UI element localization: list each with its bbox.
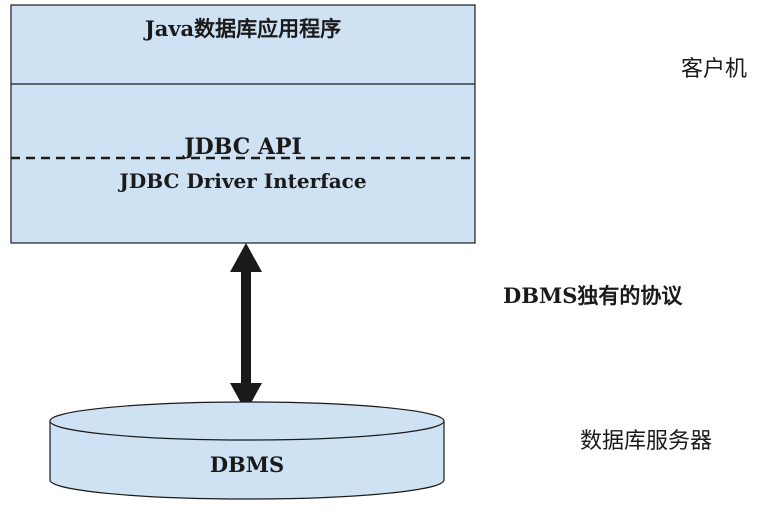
client-app-title: Java数据库应用程序 <box>144 16 342 41</box>
client-box <box>10 4 476 244</box>
dbms-cylinder-top <box>49 401 445 441</box>
arrow-head-down <box>230 383 262 412</box>
dbms-label: DBMS <box>209 452 285 477</box>
client-machine-label: 客户机 <box>681 57 748 82</box>
jdbc-api-label: JDBC API <box>184 134 302 160</box>
jdbc-driver-interface-label: JDBC Driver Interface <box>119 169 367 193</box>
dbms-protocol-label: DBMS独有的协议 <box>503 283 683 308</box>
double-arrow-connector <box>230 243 262 412</box>
dbms-cylinder <box>49 401 445 500</box>
arrow-head-up <box>230 243 262 272</box>
database-server-label: 数据库服务器 <box>580 429 713 454</box>
